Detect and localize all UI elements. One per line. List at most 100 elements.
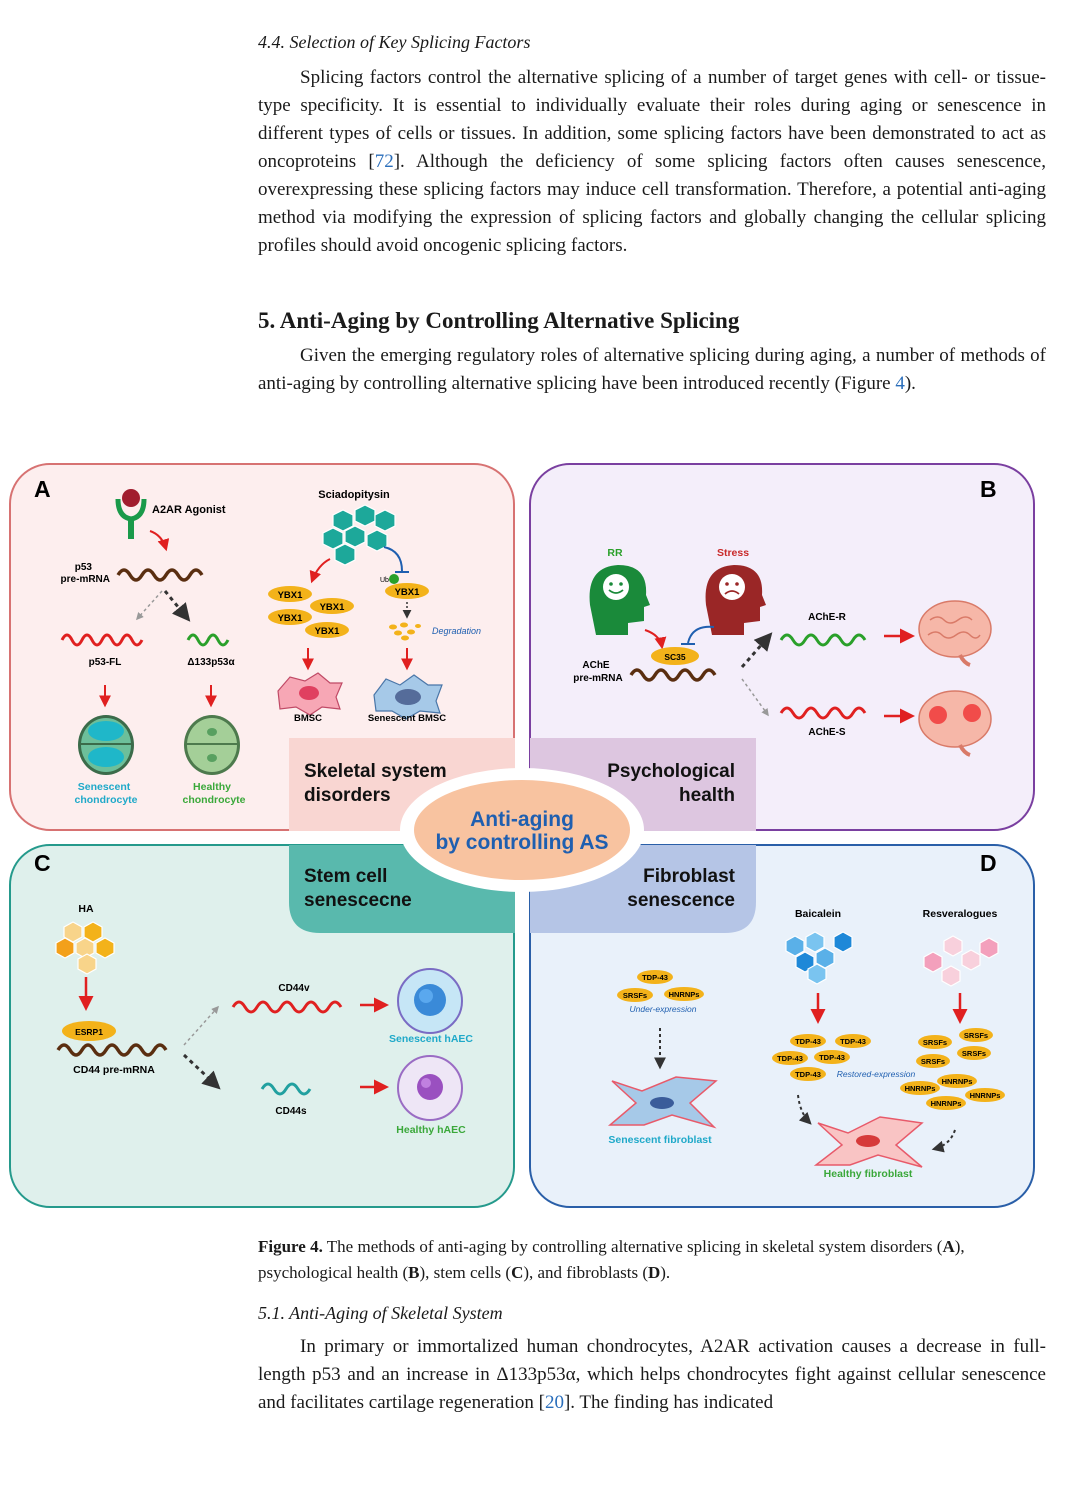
caption-text: Figure 4. The methods of anti-aging by c… — [258, 1234, 1046, 1286]
srsf-label: SRSFs — [923, 1038, 947, 1047]
degradation-label: Degradation — [432, 626, 481, 636]
sciadopitysin-label: Sciadopitysin — [318, 489, 390, 501]
fibro-label-2: senescence — [627, 890, 735, 911]
sc35-label: SC35 — [664, 652, 686, 662]
senescent-bmsc-label: Senescent BMSC — [368, 713, 446, 724]
degradation-fragments-icon — [389, 622, 421, 641]
section-5-1: 5.1. Anti-Aging of Skeletal System In pr… — [258, 1301, 1046, 1417]
ybx1-label: YBX1 — [278, 613, 304, 624]
panel-letter-d: D — [980, 850, 997, 876]
stem-label: Stem cell — [304, 866, 387, 887]
senescent-chondrocyte-label-2: chondrocyte — [74, 794, 137, 806]
ache-r-rna-icon — [779, 633, 867, 647]
paragraph-text: Splicing factors control the alternative… — [258, 67, 1046, 172]
cd44s-label: CD44s — [275, 1106, 307, 1117]
caption-part: The methods of anti-aging by controlling… — [322, 1237, 943, 1256]
panel-b: RR Stress SC35 AChE pre-mRNA AChE-R AChE… — [573, 547, 992, 757]
figure-caption: Figure 4. The methods of anti-aging by c… — [258, 1234, 1046, 1286]
sc35-protein — [651, 647, 699, 665]
ybx1-label: YBX1 — [395, 587, 421, 598]
arrow — [740, 632, 773, 668]
ybx1-label: YBX1 — [278, 590, 304, 601]
rr-label: RR — [607, 547, 623, 559]
paragraph-text: In primary or immortalized human chondro… — [258, 1336, 1046, 1413]
arrow — [149, 530, 170, 552]
resveralogues-label: Resveralogues — [923, 908, 998, 920]
hnrnp-label: HNRNPs — [905, 1084, 936, 1093]
panel-letter-b: B — [980, 476, 997, 502]
panel-letter-c: C — [34, 850, 51, 876]
stem-label-2: senescecne — [304, 890, 412, 911]
ub-label: Ub — [380, 577, 389, 584]
section-4-4: 4.4. Selection of Key Splicing Factors S… — [258, 30, 1046, 260]
senescent-haec-icon — [397, 968, 463, 1034]
skeletal-label: Skeletal system — [304, 761, 447, 782]
caption-part: B — [408, 1263, 420, 1282]
ybx1-label: YBX1 — [320, 602, 346, 613]
resveralogues-molecule-icon — [923, 935, 999, 987]
hnrnp-label: HNRNPs — [669, 990, 700, 999]
healthy-chondrocyte-icon — [184, 715, 240, 775]
section-heading: 4.4. Selection of Key Splicing Factors — [258, 32, 531, 52]
citation-link[interactable]: 20 — [544, 1392, 564, 1413]
senescent-haec-label: Senescent hAEC — [389, 1033, 473, 1045]
healthy-haec-icon — [397, 1055, 463, 1121]
srsf-label: SRSFs — [962, 1049, 986, 1058]
stress-label: Stress — [717, 547, 749, 559]
d133-label: Δ133p53α — [187, 657, 235, 668]
paragraph-text: Given the emerging regulatory roles of a… — [258, 345, 1046, 394]
ache-label: AChE — [582, 660, 610, 671]
arrow — [931, 1129, 956, 1153]
arrow — [797, 1094, 812, 1125]
ybx1-label: YBX1 — [315, 626, 341, 637]
paragraph-text: ). — [904, 373, 916, 394]
ache-s-label: AChE-S — [808, 727, 846, 738]
paragraph: Splicing factors control the alternative… — [258, 64, 1046, 260]
inhibit-line — [687, 625, 715, 644]
hnrnp-protein — [664, 987, 704, 1001]
arrow — [309, 558, 331, 584]
citation-link[interactable]: 72 — [374, 151, 394, 172]
fibro-label: Fibroblast — [643, 866, 736, 887]
d133-rna-icon — [186, 633, 230, 647]
cd44v-label: CD44v — [278, 983, 310, 994]
under-expression-label: Under-expression — [630, 1004, 697, 1014]
srsf-label: SRSFs — [921, 1057, 945, 1066]
p53-premrna-icon — [116, 568, 204, 582]
hnrnp-label: HNRNPs — [931, 1099, 962, 1108]
premrna-label-2: pre-mRNA — [61, 574, 110, 585]
healthy-fibroblast-icon — [813, 1116, 924, 1168]
section-heading: 5. Anti-Aging by Controlling Alternative… — [258, 308, 740, 333]
ache-r-label: AChE-R — [808, 612, 847, 623]
restored-factors: TDP-43 TDP-43 TDP-43 TDP-43 TDP-43 Resto… — [772, 1028, 1005, 1110]
cd44v-rna-icon — [231, 1000, 343, 1014]
ha-molecule-icon — [55, 921, 115, 975]
tdp43-label: TDP-43 — [795, 1070, 821, 1079]
srsf-label: SRSFs — [964, 1031, 988, 1040]
panel-c-box — [9, 844, 515, 1208]
figure-link[interactable]: 4 — [895, 373, 905, 394]
premrna-label: p53 — [75, 562, 93, 573]
tdp43-label: TDP-43 — [840, 1037, 866, 1046]
healthy-chondrocyte-label: Healthy — [193, 781, 231, 793]
paragraph-text: ]. The finding has indicated — [563, 1392, 774, 1413]
ybx1-cluster: YBX1 YBX1 YBX1 YBX1 — [268, 586, 354, 638]
cd44-premrna-label: CD44 pre-mRNA — [73, 1064, 155, 1076]
baicalein-molecule-icon — [785, 931, 853, 985]
tdp43-protein — [637, 970, 673, 984]
ache-s-rna-icon — [779, 706, 867, 720]
caption-part: ), psychological health ( — [258, 1237, 965, 1282]
arrow — [644, 629, 667, 650]
arrow — [741, 678, 769, 717]
center-title-2: by controlling AS — [435, 831, 608, 854]
panel-c: HA ESRP1 CD44 pre-mRNA CD44v CD44s — [55, 903, 473, 1136]
senescent-fibroblast-label: Senescent fibroblast — [608, 1134, 712, 1146]
esrp1-protein — [62, 1021, 116, 1041]
tdp43-label: TDP-43 — [642, 973, 668, 982]
cd44-premrna-icon — [56, 1043, 168, 1057]
center-ellipse — [414, 780, 630, 880]
receptor-icon — [115, 489, 147, 539]
srsf-protein — [617, 988, 653, 1002]
paragraph-text: ]. Although the deficiency of some splic… — [258, 151, 1046, 256]
arrow — [163, 590, 191, 622]
